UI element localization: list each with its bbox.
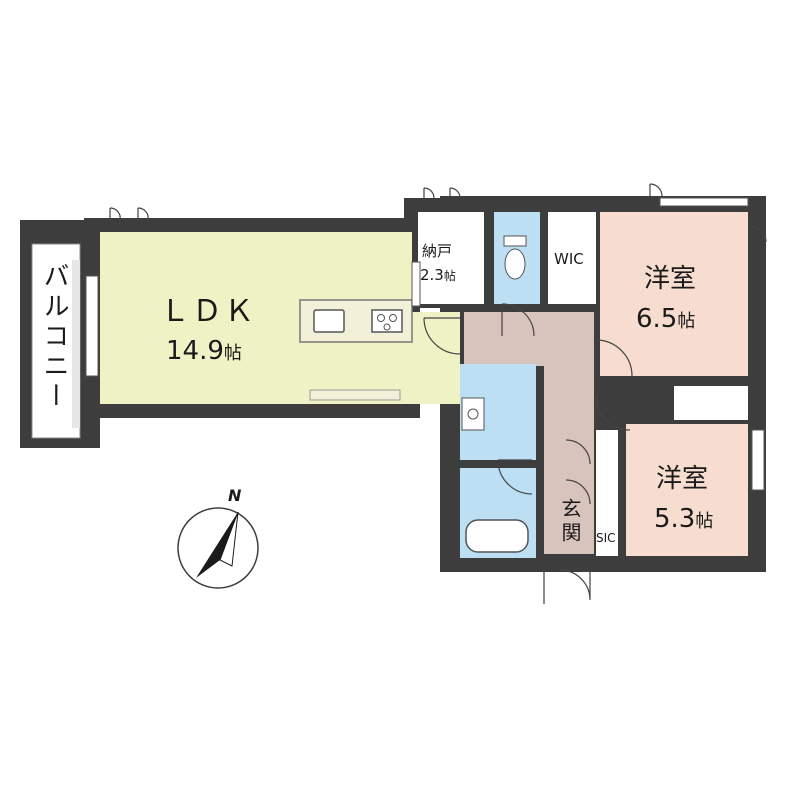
storage-label: 納戸 <box>422 240 452 261</box>
kitchen-counter <box>299 299 413 343</box>
doors <box>109 183 767 604</box>
western-room-2-area: 5.3 <box>654 504 696 534</box>
ldk-name: ＬＤＫ <box>160 294 256 329</box>
storage-area: 2.3 <box>420 266 444 284</box>
storage-unit: 帖 <box>443 269 456 283</box>
western-room-1-label: 洋室 <box>644 258 696 295</box>
western-room-2-area-label: 5.3帖 <box>654 504 713 534</box>
compass-north: N <box>228 486 242 505</box>
hallway-south <box>544 356 594 488</box>
closet-room-2 <box>674 386 748 420</box>
entrance-label: 玄関 <box>556 498 585 546</box>
western-room-2-name: 洋室 <box>656 464 709 494</box>
storage-area-label: 2.3帖 <box>420 266 456 284</box>
balcony-name: バルコニー <box>39 262 69 412</box>
entrance-floor <box>544 488 594 554</box>
storage-name: 納戸 <box>422 242 453 260</box>
western-room-1-name: 洋室 <box>644 264 697 294</box>
western-room-1 <box>600 212 748 376</box>
balcony-rail <box>72 260 80 428</box>
balcony-label: バルコニー <box>36 262 73 412</box>
bathtub-icon <box>465 519 529 553</box>
stove-icon <box>371 309 403 333</box>
western-room-2 <box>626 424 748 556</box>
storage-room <box>418 212 484 304</box>
western-room-1-area: 6.5 <box>636 304 678 334</box>
ldk-area-label: 14.9帖 <box>166 336 242 366</box>
wic-name: WIC <box>554 250 584 268</box>
toilet-icon <box>503 235 527 280</box>
western-room-2-unit: 帖 <box>695 511 714 532</box>
compass-arrow-icon <box>196 512 238 578</box>
ldk-low-shelf <box>309 389 401 401</box>
western-room-2-label: 洋室 <box>656 458 708 495</box>
ldk-label: ＬＤＫ <box>160 286 256 330</box>
wic-label: WIC <box>554 250 584 268</box>
compass <box>177 507 259 589</box>
entrance-name: 玄関 <box>558 498 582 546</box>
wic-room <box>548 212 596 304</box>
western-room-1-area-label: 6.5帖 <box>636 304 695 334</box>
sic-label: SIC <box>596 531 616 545</box>
ldk-area: 14.9 <box>166 336 224 366</box>
compass-north-label: N <box>228 486 241 505</box>
sic-closet <box>596 522 618 554</box>
sink-icon <box>313 309 345 333</box>
western-room-1-unit: 帖 <box>677 311 696 332</box>
ldk-unit: 帖 <box>223 343 242 364</box>
sic-name: SIC <box>596 531 616 545</box>
washbasin-icon <box>461 397 485 431</box>
windows <box>85 197 765 491</box>
